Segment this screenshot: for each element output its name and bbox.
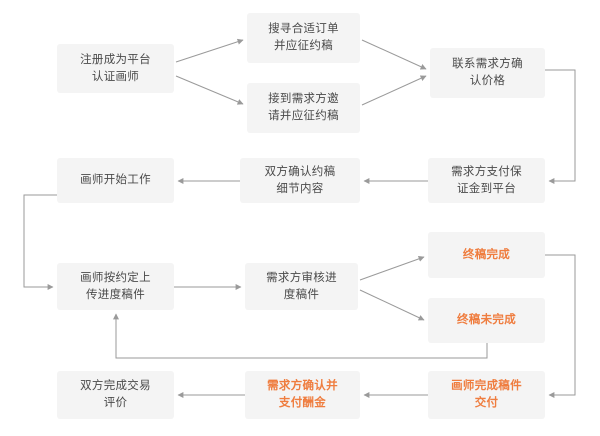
node-finish-review[interactable]: 双方完成交易 评价: [57, 371, 174, 419]
edge-register-to-receive-invite: [175, 75, 244, 105]
node-confirm-price[interactable]: 联系需求方确 认价格: [430, 48, 545, 98]
edge-receive-invite-to-confirm-price: [361, 75, 427, 106]
edge-register-to-search-order: [175, 38, 244, 63]
node-review-progress[interactable]: 需求方审核进 度稿件: [245, 263, 358, 310]
node-upload-progress[interactable]: 画师按约定上 传进度稿件: [57, 263, 174, 310]
node-pay-fee[interactable]: 需求方确认并 支付酬金: [245, 371, 360, 419]
node-final-done[interactable]: 终稿完成: [428, 232, 545, 278]
node-final-not-done[interactable]: 终稿未完成: [428, 298, 545, 343]
node-receive-invite[interactable]: 接到需求方邀 请并应征约稿: [247, 83, 360, 133]
edge-final-done-to-deliver: [545, 254, 576, 398]
edge-confirm-price-to-pay-deposit: [545, 69, 576, 184]
edge-review-progress-to-final-done: [359, 256, 425, 281]
edge-start-work-to-upload-progress: [23, 194, 57, 290]
node-confirm-detail[interactable]: 双方确认约稿 细节内容: [240, 158, 360, 203]
node-start-work[interactable]: 画师开始工作: [57, 158, 174, 203]
edge-review-progress-to-final-not-done: [359, 289, 425, 321]
edge-search-order-to-confirm-price: [361, 39, 427, 70]
node-deliver[interactable]: 画师完成稿件 交付: [428, 371, 545, 419]
node-search-order[interactable]: 搜寻合适订单 并应征约稿: [247, 13, 360, 63]
node-pay-deposit[interactable]: 需求方支付保 证金到平台: [428, 158, 545, 203]
node-register[interactable]: 注册成为平台 认证画师: [57, 44, 174, 93]
